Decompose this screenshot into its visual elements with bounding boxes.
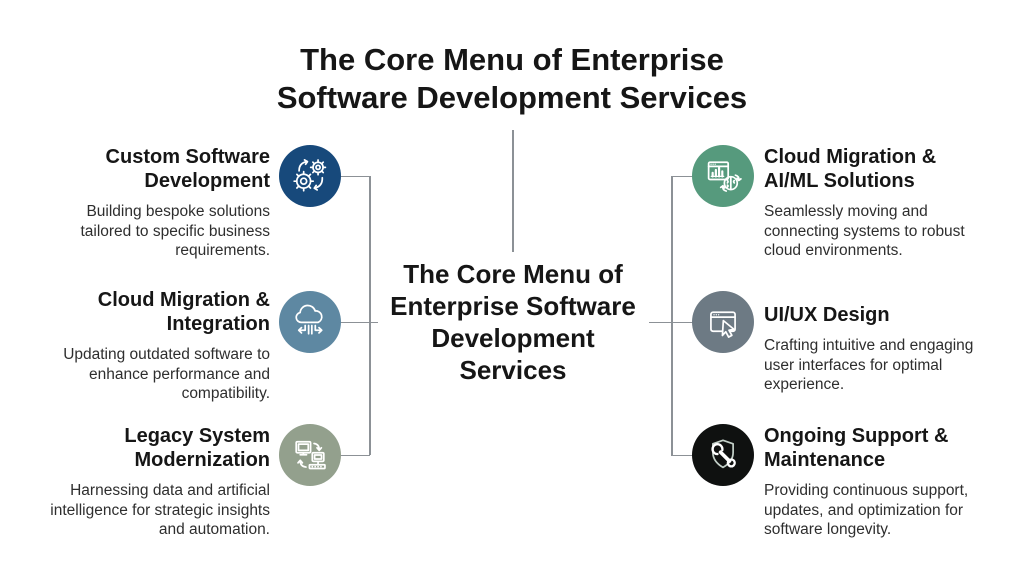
- cloud-transfer-icon: [279, 291, 341, 353]
- page-title: The Core Menu of Enterprise Software Dev…: [276, 42, 748, 115]
- center-title: The Core Menu of Enterprise Software Dev…: [390, 259, 636, 385]
- item-description: Updating outdated software to enhance pe…: [63, 346, 270, 402]
- item-custom-software-development: Custom Software Development Building bes…: [30, 145, 270, 261]
- item-description: Providing continuous support, updates, a…: [764, 482, 969, 538]
- item-description: Seamlessly moving and connecting systems…: [764, 203, 965, 259]
- item-ongoing-support-maintenance: Ongoing Support & Maintenance Providing …: [764, 424, 1016, 540]
- connector-right-stub-2: [649, 321, 694, 323]
- connector-right-stub-3: [671, 454, 694, 456]
- item-legacy-system-modernization: Legacy System Modernization Harnessing d…: [30, 424, 270, 540]
- browser-cursor-icon: [692, 291, 754, 353]
- connector-left-stub-3: [340, 454, 370, 456]
- item-description: Building bespoke solutions tailored to s…: [80, 203, 270, 259]
- computers-sync-icon: [279, 424, 341, 486]
- connector-title-vertical: [512, 130, 514, 252]
- connector-left-stub-2: [340, 321, 378, 323]
- item-heading: Cloud Migration & AI/ML Solutions: [764, 146, 937, 192]
- item-heading: UI/UX Design: [764, 304, 890, 326]
- shield-wrench-icon: [692, 424, 754, 486]
- item-cloud-migration-aiml: Cloud Migration & AI/ML Solutions Seamle…: [764, 145, 1016, 261]
- item-description: Harnessing data and artificial intellige…: [50, 482, 270, 538]
- item-cloud-migration-integration: Cloud Migration & Integration Updating o…: [30, 288, 270, 404]
- connector-left-bracket: [369, 176, 371, 455]
- item-heading: Ongoing Support & Maintenance: [764, 425, 949, 471]
- item-heading: Legacy System Modernization: [124, 425, 270, 471]
- connector-right-stub-1: [671, 175, 694, 177]
- item-uiux-design: UI/UX Design Crafting intuitive and enga…: [764, 303, 1016, 395]
- connector-left-stub-1: [340, 175, 370, 177]
- item-heading: Custom Software Development: [105, 146, 270, 192]
- item-heading: Cloud Migration & Integration: [97, 289, 270, 335]
- connector-right-bracket: [671, 176, 673, 455]
- gears-cycle-icon: [279, 145, 341, 207]
- chart-brain-icon: [692, 145, 754, 207]
- item-description: Crafting intuitive and engaging user int…: [764, 337, 974, 393]
